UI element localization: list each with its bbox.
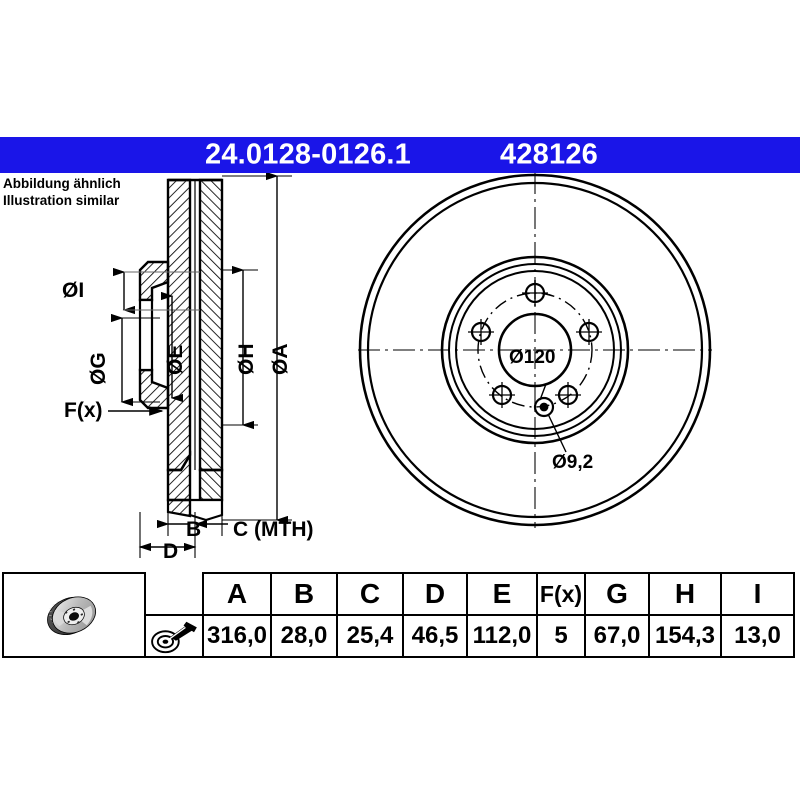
brake-disc-photo [47,596,97,635]
label-diameter-G: ØG [87,352,110,385]
label-dim-D: D [163,540,179,563]
label-dim-B: B [186,518,202,541]
value-I: 13,0 [720,614,795,658]
illustration-caption: Abbildung ähnlich Illustration similar [3,176,121,209]
measurement-icon-cell [144,614,204,658]
label-Fx: F(x) [64,399,103,422]
col-header-H: H [648,572,722,616]
header-bar: 24.0128-0126.1 428126 [0,137,800,173]
bolt-hole-group [468,280,602,408]
label-diameter-H: ØH [235,343,258,376]
reference-number: 428126 [500,138,598,171]
label-bolt-circle-diameter: Ø120 [509,347,556,368]
col-header-B: B [270,572,338,616]
hub-bell-upper [138,260,170,302]
value-E: 112,0 [466,614,538,658]
col-header-A: A [202,572,272,616]
leader-bolt-circle [539,383,547,401]
part-number: 24.0128-0126.1 [205,138,411,171]
cross-section-view [108,171,292,558]
value-G: 67,0 [584,614,650,658]
leader-locating-hole [547,413,567,453]
label-diameter-A: ØA [269,343,292,376]
label-dim-C-MTH: C (MTH) [233,518,314,541]
bolt-hole [555,382,581,408]
value-D: 46,5 [402,614,468,658]
icon-spacer-cell [145,573,203,615]
col-header-E: E [466,572,538,616]
bolt-hole [522,280,548,306]
col-header-I: I [720,572,795,616]
table-row-values: 316,0 28,0 25,4 46,5 112,0 5 67,0 154,3 … [3,614,795,658]
friction-ring-inner [198,178,224,472]
inner-ring-skirt [198,468,224,502]
col-header-G: G [584,572,650,616]
caption-line-de: Abbildung ähnlich [3,176,121,191]
hub-bell-mid-circle [448,263,622,437]
outer-ring-bottom [166,498,192,518]
value-Fx: 5 [536,614,586,658]
bolt-hole [468,319,494,345]
col-header-C: C [336,572,404,616]
product-photo-cell [2,572,146,658]
hub-bell-outer-circle [440,255,630,445]
value-A: 316,0 [202,614,272,658]
label-diameter-I: ØI [62,279,85,302]
center-bore-circle [497,312,573,388]
value-H: 154,3 [648,614,722,658]
value-C: 25,4 [336,614,404,658]
caption-line-en: Illustration similar [3,192,120,208]
hub-bell-inner-circle [455,270,615,430]
face-view [358,172,712,528]
measurement-icon [147,616,201,656]
bolt-hole [576,319,602,345]
outer-ring-skirt [166,450,192,502]
col-header-D: D [402,572,468,616]
table-row-headers: A B C D E F(x) G H I [2,572,795,658]
label-hole-diameter: Ø9,2 [552,452,594,473]
value-B: 28,0 [270,614,338,658]
disc-outer-circle [358,173,712,527]
locating-hole [533,396,555,418]
bolt-hole [489,382,515,408]
specification-table: A B C D E F(x) G H I [2,572,795,658]
col-header-Fx: F(x) [536,572,586,616]
label-diameter-E: ØE [164,344,187,375]
disc-friction-outer-circle [366,181,704,519]
